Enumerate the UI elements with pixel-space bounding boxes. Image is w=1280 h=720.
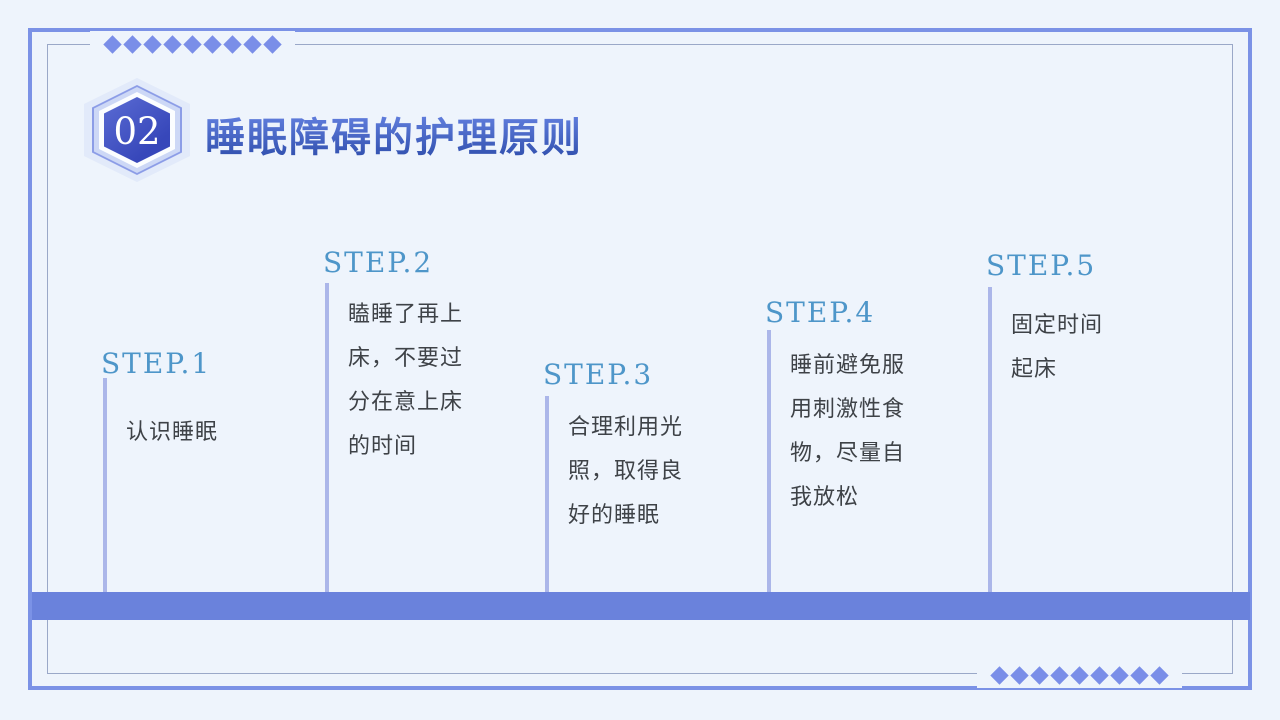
- timeline-step-2: STEP.2 瞌睡了再上床，不要过分在意上床的时间: [323, 0, 505, 592]
- bottom-diamond-row: [977, 662, 1182, 688]
- step-description-line: 用刺激性食: [790, 396, 906, 421]
- hexagon-core: [104, 97, 170, 163]
- page-title: 睡眠障碍的护理原则: [205, 105, 583, 163]
- step-description-line: 好的睡眠: [568, 502, 661, 527]
- step-description: 瞌睡了再上床，不要过分在意上床的时间: [348, 292, 463, 468]
- step-vertical-line: [988, 287, 992, 592]
- step-description-line: 合理利用光: [568, 414, 684, 439]
- step-description-line: 我放松: [790, 484, 860, 509]
- step-description-line: 物，尽量自: [790, 440, 906, 465]
- step-description-line: 照，取得良: [568, 458, 684, 483]
- inner-border-frame: [47, 44, 1233, 674]
- step-description: 合理利用光照，取得良好的睡眠: [568, 405, 683, 537]
- step-description-line: 认识睡眠: [126, 419, 219, 444]
- top-diamond-row: [90, 31, 295, 57]
- step-vertical-line: [325, 283, 329, 592]
- diamond-icon: [1010, 665, 1029, 685]
- step-vertical-line: [103, 378, 107, 592]
- timeline-step-5: STEP.5 固定时间起床: [986, 0, 1168, 592]
- step-vertical-line: [545, 396, 549, 592]
- step-description-line: 睡前避免服: [790, 352, 906, 377]
- step-label: STEP.2: [323, 246, 434, 279]
- diamond-icon: [990, 665, 1009, 685]
- section-number: 02: [113, 109, 161, 153]
- step-label: STEP.3: [543, 358, 654, 391]
- diamond-icon: [1150, 665, 1169, 685]
- step-description: 睡前避免服用刺激性食物，尽量自我放松: [790, 343, 905, 519]
- diamond-icon: [1050, 665, 1069, 685]
- step-description-line: 瞌睡了再上: [348, 301, 464, 326]
- step-description-line: 分在意上床: [348, 389, 464, 414]
- step-description-line: 床，不要过: [348, 345, 464, 370]
- diamond-icon: [1090, 665, 1109, 685]
- diamond-icon: [1130, 665, 1149, 685]
- step-description: 认识睡眠: [126, 410, 218, 454]
- diamond-icon: [1070, 665, 1089, 685]
- step-vertical-line: [767, 330, 771, 592]
- timeline-step-3: STEP.3 合理利用光照，取得良好的睡眠: [543, 0, 725, 592]
- step-label: STEP.1: [101, 347, 212, 380]
- timeline-step-4: STEP.4 睡前避免服用刺激性食物，尽量自我放松: [765, 0, 947, 592]
- step-label: STEP.5: [986, 249, 1097, 282]
- step-label: STEP.4: [765, 296, 876, 329]
- step-description-line: 起床: [1011, 356, 1058, 381]
- step-description-line: 的时间: [348, 433, 418, 458]
- diamond-icon: [1030, 665, 1049, 685]
- step-description-line: 固定时间: [1011, 312, 1104, 337]
- step-description: 固定时间起床: [1011, 303, 1103, 391]
- section-number-badge: 02: [84, 76, 190, 182]
- bottom-accent-bar: [32, 592, 1250, 620]
- timeline-step-1: STEP.1 认识睡眠: [101, 0, 283, 592]
- diamond-icon: [1110, 665, 1129, 685]
- outer-border-frame: [28, 28, 1252, 690]
